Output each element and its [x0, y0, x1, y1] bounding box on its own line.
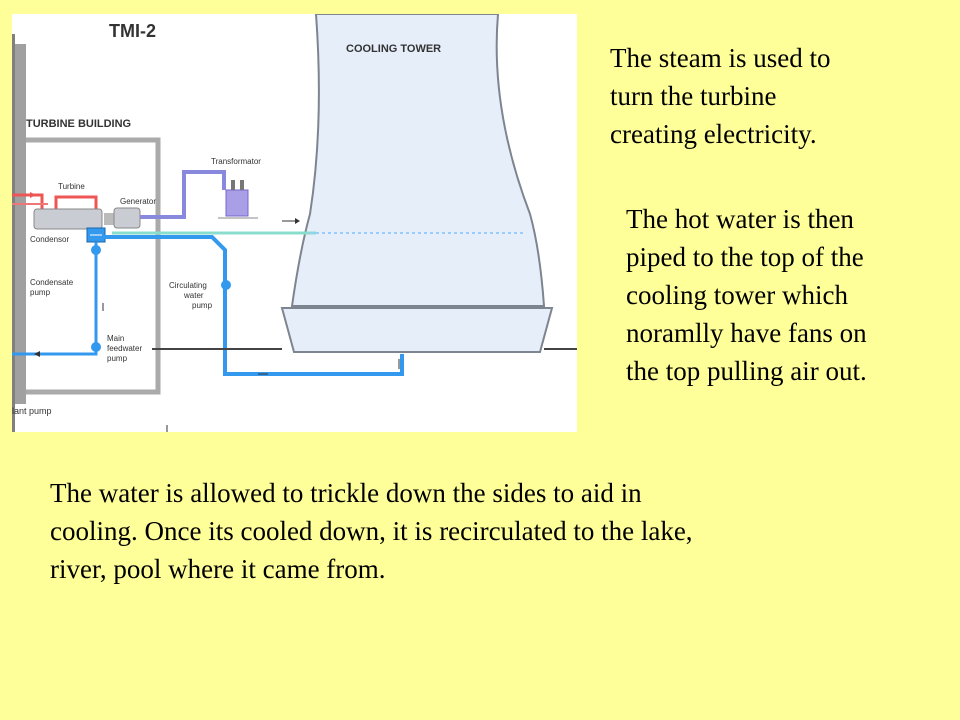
flow-arrow-left: [34, 351, 40, 357]
hot-water-caption-line: piped to the top of the: [626, 242, 864, 272]
main-feedwater-pump-label-2: feedwater: [107, 344, 142, 353]
hot-water-caption-line: noramlly have fans on: [626, 318, 867, 348]
turbine-building-outline: [26, 137, 161, 395]
transformator-bushing-right: [240, 180, 244, 190]
cooling-tower: [290, 14, 546, 307]
trickle-caption-line: cooling. Once its cooled down, it is rec…: [50, 516, 693, 546]
steam-arrow: [30, 192, 36, 198]
trickle-caption: The water is allowed to trickle down the…: [50, 474, 693, 588]
hot-water-caption-line: cooling tower which: [626, 280, 848, 310]
cooling-tower-label: COOLING TOWER: [346, 43, 441, 55]
generator-label: Generator: [120, 197, 156, 206]
circulating-water-pipe: [104, 235, 404, 376]
turbine-building-label: TURBINE BUILDING: [26, 118, 131, 130]
transformator-label: Transformator: [211, 157, 261, 166]
condensate-pump: [91, 245, 101, 255]
diagram-title: TMI-2: [109, 21, 156, 41]
trickle-caption-line: The water is allowed to trickle down the…: [50, 478, 642, 508]
condensate-pump-label-1: Condensate: [30, 278, 74, 287]
condensate-pump-label-2: pump: [30, 288, 51, 297]
generator: [113, 207, 141, 229]
steam-pipe: [12, 193, 44, 212]
power-line: [140, 170, 226, 219]
turbine-shaft: [104, 213, 114, 225]
hot-water-caption: The hot water is then piped to the top o…: [626, 200, 867, 390]
main-feedwater-pump-label-1: Main: [107, 334, 124, 343]
transformator: [225, 189, 249, 217]
steam-caption-line: turn the turbine: [610, 81, 777, 111]
turbine-label: Turbine: [58, 182, 85, 191]
plant-schematic: TMI-2 COOLING TOWER TURBINE BUILDING Tra…: [12, 14, 577, 432]
plant-pump-label: lant pump: [12, 406, 52, 416]
trickle-caption-line: river, pool where it came from.: [50, 554, 386, 584]
main-feedwater-pump-label-3: pump: [107, 354, 128, 363]
reactor-wall-edge: [12, 34, 15, 432]
steam-caption-line: creating electricity.: [610, 119, 817, 149]
steam-caption-line: The steam is used to: [610, 43, 831, 73]
condensor-label: Condensor: [30, 235, 69, 244]
circulating-water-pump-label-1: Circulating: [169, 281, 207, 290]
main-feedwater-pump: [91, 342, 101, 352]
transformator-bushing-left: [231, 180, 235, 190]
steam-pipe-turbine: [54, 195, 98, 210]
hot-water-caption-line: the top pulling air out.: [626, 356, 867, 386]
reactor-wall: [12, 44, 26, 404]
steam-caption: The steam is used to turn the turbine cr…: [610, 39, 830, 153]
tmi2-plant-diagram: TMI-2 COOLING TOWER TURBINE BUILDING Tra…: [12, 14, 577, 432]
circulating-water-pump-label-3: pump: [192, 301, 213, 310]
circulating-water-pump-label-2: water: [183, 291, 204, 300]
flow-arrow-head: [295, 218, 300, 224]
turbine: [33, 208, 103, 230]
hot-water-caption-line: The hot water is then: [626, 204, 854, 234]
circulating-water-pump: [221, 280, 231, 290]
cooling-tower-base: [280, 307, 554, 353]
